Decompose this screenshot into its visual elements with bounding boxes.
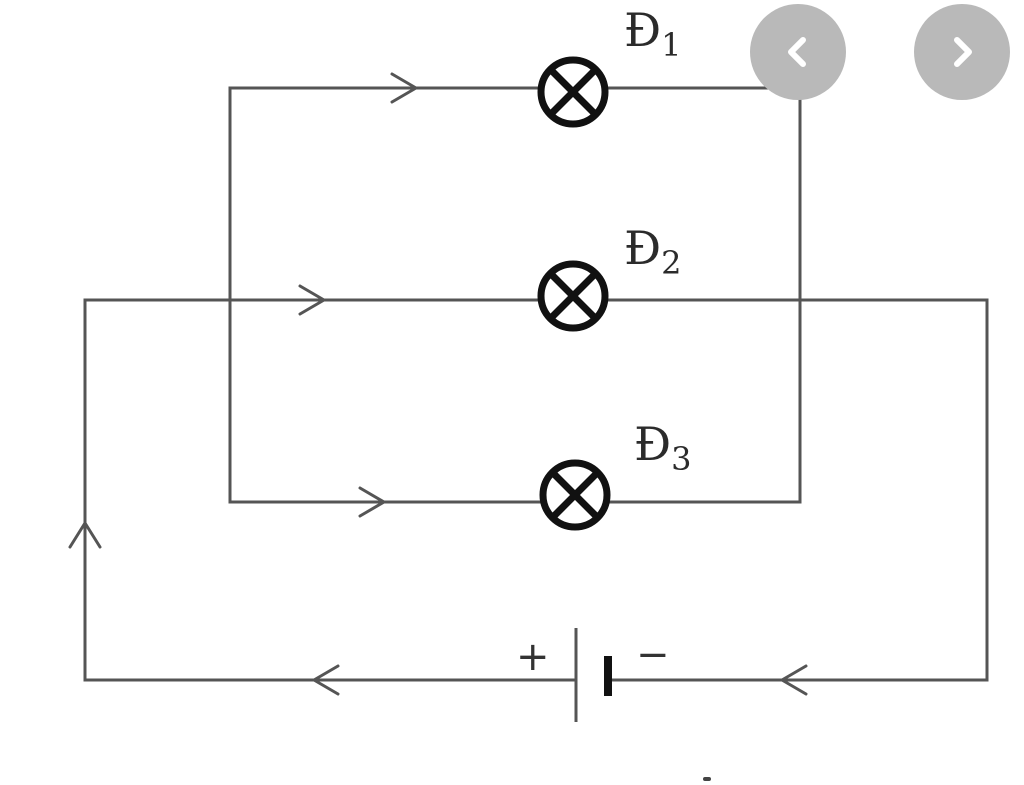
arrow-left-icon xyxy=(312,664,340,696)
lamp-2-label: Đ2 xyxy=(624,221,682,282)
chevron-right-icon xyxy=(954,37,972,67)
lamp-3: Đ3 xyxy=(539,417,692,531)
arrow-right-icon xyxy=(298,284,326,316)
chevron-left-icon xyxy=(788,37,806,67)
arrow-up-icon xyxy=(68,521,102,549)
next-image-button[interactable] xyxy=(914,4,1010,100)
arrow-right-icon xyxy=(390,72,418,104)
battery: + − xyxy=(516,628,670,722)
outer-loop xyxy=(83,298,989,682)
arrow-left-icon xyxy=(780,664,808,696)
lamp-3-label: Đ3 xyxy=(634,417,692,478)
stray-dot xyxy=(703,777,711,781)
lamp-1-label: Đ1 xyxy=(624,3,682,64)
current-arrows xyxy=(68,72,808,696)
arrow-right-icon xyxy=(358,486,386,518)
lamp-2: Đ2 xyxy=(537,221,682,332)
lamp-1: Đ1 xyxy=(537,3,682,128)
negative-sign: − xyxy=(636,632,670,678)
previous-image-button[interactable] xyxy=(750,4,846,100)
positive-sign: + xyxy=(516,634,550,680)
